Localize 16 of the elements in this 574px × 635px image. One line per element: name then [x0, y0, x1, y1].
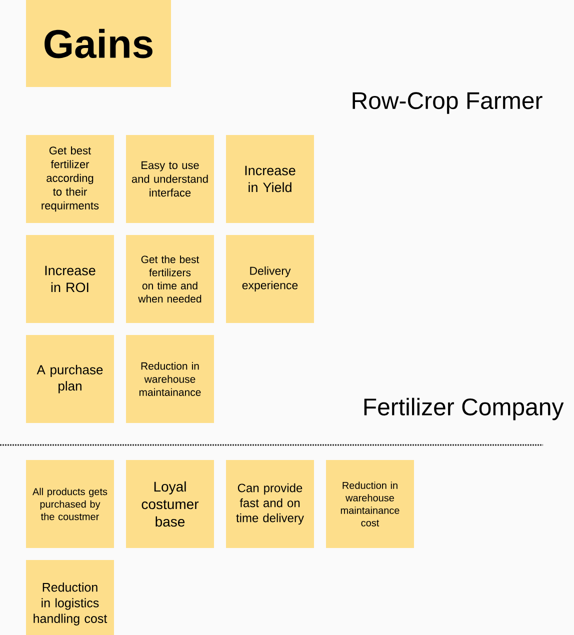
sticky-note: Get best fertilizer according to their requirments — [26, 135, 114, 223]
sticky-note: Increase in ROI — [26, 235, 114, 323]
section-heading: Fertilizer Company — [364, 398, 564, 420]
sticky-note: Get the best fertilizers on time and when needed — [126, 235, 214, 323]
sticky-note: Increase in Yield — [226, 135, 314, 223]
section-heading: Row-Crop Farmer — [352, 92, 542, 114]
title-note: Gains — [26, 0, 171, 87]
sticky-note: A purchase plan — [26, 335, 114, 423]
sticky-note: Can provide fast and on time delivery — [226, 460, 314, 548]
sticky-note: All products gets purchased by the coustmer — [26, 460, 114, 548]
sticky-note: Reduction in warehouse maintainance cost — [326, 460, 414, 548]
sticky-note: Easy to use and understand interface — [126, 135, 214, 223]
sticky-note: Reduction in warehouse maintainance — [126, 335, 214, 423]
sticky-note: Reduction in logistics handling cost — [26, 560, 114, 635]
sticky-note: Delivery experience — [226, 235, 314, 323]
sticky-note: Loyal costumer base — [126, 460, 214, 548]
